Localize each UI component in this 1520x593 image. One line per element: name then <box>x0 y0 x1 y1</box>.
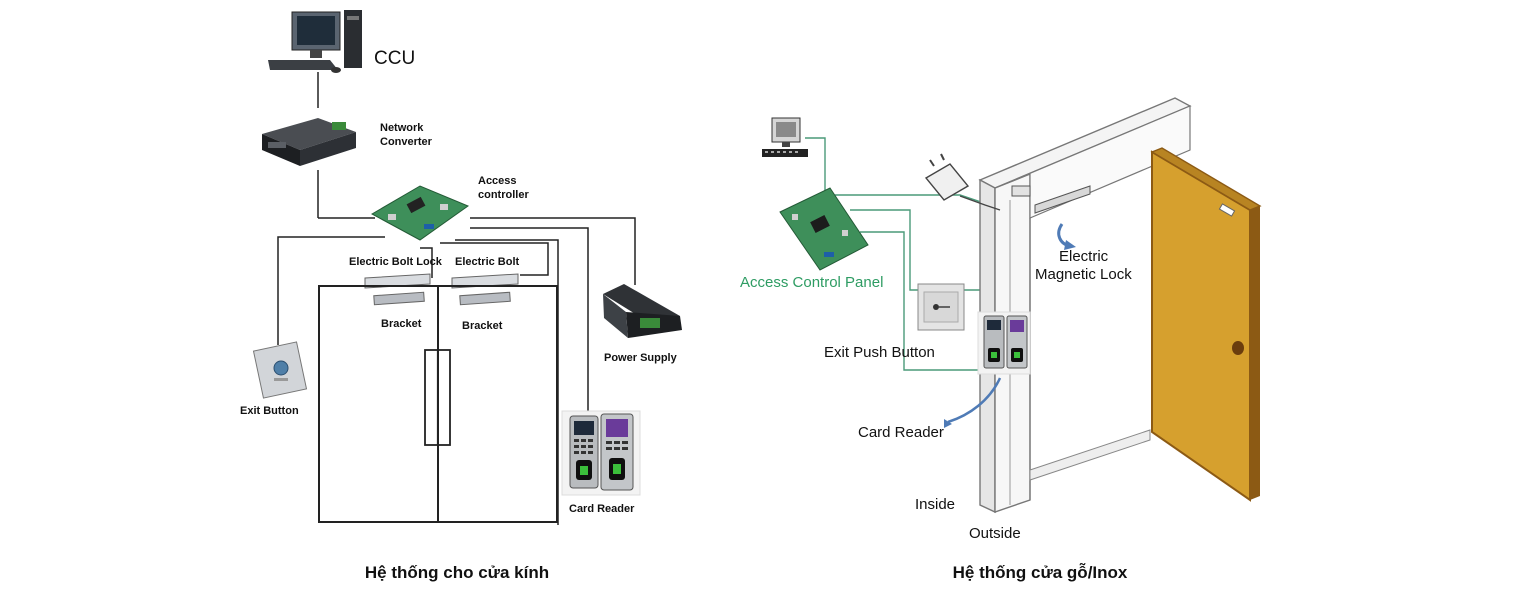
network-converter-label-line2: Converter <box>380 136 433 148</box>
card-reader-arrow <box>947 377 1002 424</box>
electric-bolt-label: Electric Bolt <box>455 256 520 268</box>
magnetic-lock-arrowhead <box>1064 240 1076 250</box>
right-card-reader-label: Card Reader <box>858 424 944 441</box>
ccu-label: CCU <box>374 48 415 69</box>
electric-bolt-lock-icon <box>364 273 431 306</box>
magnetic-lock-icon <box>1011 185 1091 214</box>
magnetic-lock-label-line2: Magnetic Lock <box>1035 266 1132 283</box>
wooden-door <box>1150 147 1262 502</box>
exit-push-button-icon <box>917 283 965 331</box>
exit-button-label: Exit Button <box>240 405 299 417</box>
inside-label: Inside <box>915 496 955 513</box>
exit-push-button-label: Exit Push Button <box>824 344 935 361</box>
card-reader-label: Card Reader <box>569 503 635 515</box>
access-controller-board-icon <box>370 185 470 241</box>
wood-door-caption: Hệ thống cửa gỗ/Inox <box>953 563 1128 582</box>
electric-bolt-lock-label: Electric Bolt Lock <box>349 256 443 268</box>
exit-button-icon <box>252 341 308 399</box>
frame-card-reader-icon <box>977 311 1031 375</box>
electric-bolt-icon <box>451 273 519 306</box>
ccu-computer-icon <box>268 10 362 73</box>
network-converter-label-line1: Network <box>380 122 424 134</box>
access-controller-label-line2: controller <box>478 189 529 201</box>
glass-door-caption: Hệ thống cho cửa kính <box>365 563 549 582</box>
outside-label: Outside <box>969 525 1021 542</box>
power-supply-icon <box>603 284 682 338</box>
card-reader-arrowhead <box>944 419 952 428</box>
glass-double-door <box>318 285 558 523</box>
computer-icon <box>762 117 808 157</box>
bracket-1-label: Bracket <box>381 318 422 330</box>
network-converter-icon <box>262 118 356 166</box>
access-control-panel-label: Access Control Panel <box>740 274 883 291</box>
power-adapter-icon <box>924 153 1001 211</box>
card-reader-icon <box>561 410 641 496</box>
power-supply-label: Power Supply <box>604 352 678 364</box>
glass-door-system: CCU Network Converter Access controller … <box>240 10 682 582</box>
bracket-2-label: Bracket <box>462 320 503 332</box>
access-controller-label-line1: Access <box>478 175 517 187</box>
access-control-panel-icon <box>779 187 869 271</box>
wood-door-system: Electric Magnetic Lock <box>740 97 1262 582</box>
magnetic-lock-label-line1: Electric <box>1059 248 1109 265</box>
